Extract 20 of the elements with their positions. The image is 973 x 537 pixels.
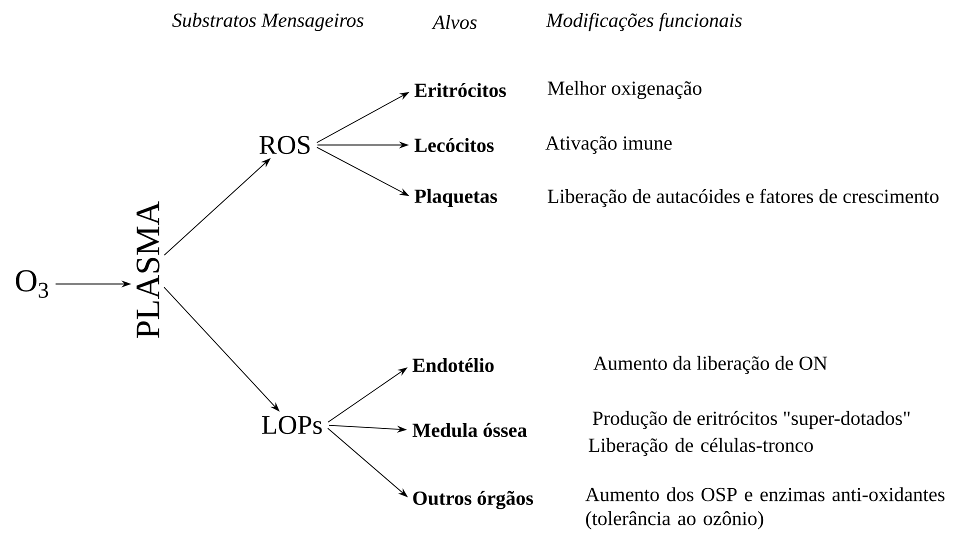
target-label: Endotélio xyxy=(412,358,494,372)
target-label: Lecócitos xyxy=(414,138,494,152)
column-heading: Modificações funcionais xyxy=(546,12,742,32)
effect-text: Aumento dos OSP e enzimas anti-oxidantes (tolerância ao ozônio) xyxy=(585,487,944,530)
effect-text: Ativação imune xyxy=(545,136,672,154)
effect-text: Melhor oxigenação xyxy=(548,80,702,100)
target-label: Medula óssea xyxy=(412,422,527,438)
plasma-label: PLASMA xyxy=(136,201,160,338)
target-label: Eritrócitos xyxy=(414,82,506,98)
target-label: Outros órgãos xyxy=(413,490,533,510)
effect-text: Liberação de células-tronco xyxy=(588,438,813,456)
column-heading: Substratos Mensageiros xyxy=(172,12,364,32)
substrate-label: ROS xyxy=(260,136,310,154)
input-label: O$_{3}$ xyxy=(16,270,48,298)
column-heading: Alvos xyxy=(432,14,477,30)
target-label: Plaquetas xyxy=(414,188,498,208)
effect-text: Produção de eritrócitos "super-dotados" xyxy=(592,410,910,430)
effect-text: Liberação de autacóides e fatores de crescimento xyxy=(548,188,939,208)
effect-text: Aumento da liberação de ON xyxy=(593,356,828,374)
substrate-label: LOPs xyxy=(262,416,322,434)
